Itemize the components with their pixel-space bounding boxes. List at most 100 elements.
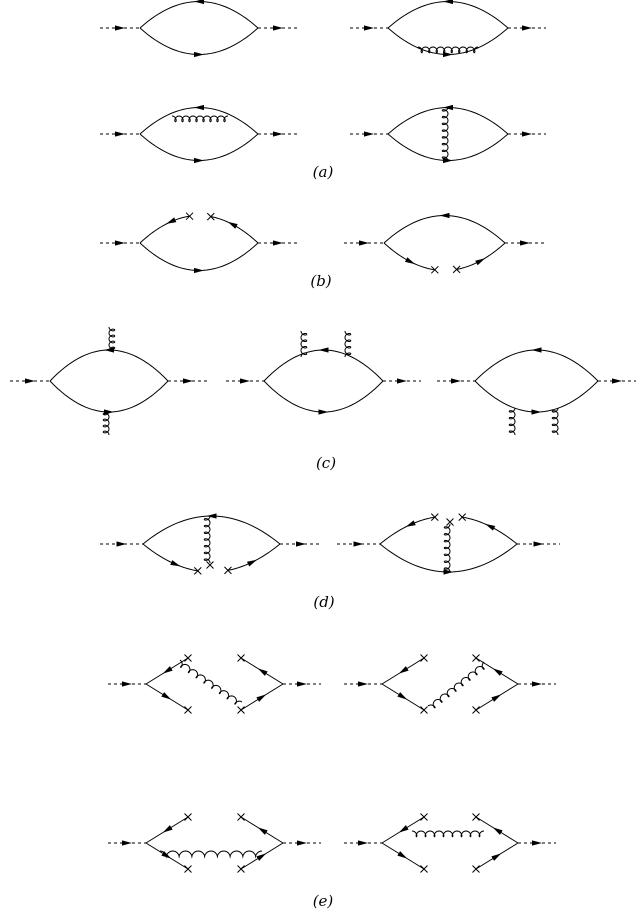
condensate-cross-icon bbox=[184, 813, 192, 821]
condensate-cross-icon bbox=[472, 865, 480, 873]
arrow-icon bbox=[358, 681, 368, 687]
quark-propagator bbox=[387, 0, 509, 29]
arrow-icon bbox=[522, 25, 532, 31]
condensate-cross-icon bbox=[193, 567, 202, 575]
gluon-line bbox=[102, 410, 110, 436]
arrow-icon bbox=[404, 257, 416, 265]
condensate-cross-icon bbox=[430, 265, 439, 274]
arrow-icon bbox=[485, 523, 496, 531]
quark-propagator bbox=[383, 242, 435, 271]
gluon-line bbox=[411, 830, 485, 838]
arrow-icon bbox=[194, 157, 204, 164]
gluon-line bbox=[171, 115, 229, 123]
arrow-icon bbox=[273, 131, 283, 137]
arrow-icon bbox=[115, 240, 125, 246]
gluon-line bbox=[551, 407, 559, 436]
arrow-icon bbox=[257, 668, 268, 676]
gluon-line bbox=[441, 106, 449, 162]
arrow-icon bbox=[194, 104, 204, 111]
arrow-icon bbox=[443, 0, 453, 5]
arrow-icon bbox=[405, 520, 416, 527]
panel-label-e: (e) bbox=[312, 892, 334, 910]
condensate-cross-icon bbox=[420, 813, 428, 821]
gluon-line bbox=[443, 523, 451, 573]
arrow-icon bbox=[194, 51, 204, 58]
arrow-icon bbox=[475, 258, 486, 266]
arrow-icon bbox=[451, 378, 461, 384]
quark-propagator bbox=[383, 214, 506, 244]
arrow-icon bbox=[491, 694, 502, 702]
quark-propagator bbox=[379, 516, 435, 545]
gluon-line bbox=[300, 330, 308, 358]
arrow-icon bbox=[296, 541, 306, 547]
quark-propagator bbox=[462, 516, 518, 545]
condensate-cross-icon bbox=[420, 654, 428, 662]
condensate-cross-icon bbox=[184, 654, 192, 662]
arrow-icon bbox=[364, 25, 374, 31]
arrow-icon bbox=[492, 668, 503, 676]
quark-propagator bbox=[142, 543, 198, 572]
arrow-icon bbox=[364, 131, 374, 137]
condensate-cross-icon bbox=[206, 212, 215, 221]
quark-propagator bbox=[139, 215, 190, 244]
panel-label-a: (a) bbox=[312, 163, 334, 181]
quark-propagator bbox=[227, 543, 281, 571]
condensate-cross-icon bbox=[452, 265, 461, 274]
arrow-icon bbox=[256, 853, 267, 861]
panel-label-c: (c) bbox=[315, 454, 337, 472]
arrow-icon bbox=[257, 827, 268, 835]
panel-label-d: (d) bbox=[313, 593, 335, 611]
quark-propagator bbox=[456, 242, 506, 270]
arrow-icon bbox=[297, 681, 307, 687]
quark-propagator bbox=[49, 380, 169, 413]
quark-propagator bbox=[263, 380, 384, 413]
arrow-icon bbox=[397, 851, 408, 859]
arrow-icon bbox=[397, 378, 407, 384]
arrow-icon bbox=[532, 681, 542, 687]
arrow-icon bbox=[194, 0, 204, 5]
arrow-icon bbox=[353, 541, 364, 547]
arrow-icon bbox=[25, 378, 35, 384]
quark-propagator bbox=[139, 0, 259, 29]
quark-propagator bbox=[139, 242, 259, 272]
gluon-line bbox=[344, 330, 352, 358]
condensate-cross-icon bbox=[237, 706, 245, 714]
arrow-icon bbox=[273, 25, 283, 31]
arrow-icon bbox=[183, 378, 193, 384]
arrow-icon bbox=[240, 378, 250, 384]
arrow-icon bbox=[206, 513, 217, 519]
condensate-cross-icon bbox=[472, 813, 480, 821]
arrow-icon bbox=[256, 694, 267, 702]
condensate-cross-icon bbox=[420, 865, 428, 873]
arrow-icon bbox=[522, 131, 532, 137]
arrow-icon bbox=[297, 840, 307, 846]
condensate-cross-icon bbox=[237, 654, 245, 662]
arrow-icon bbox=[398, 825, 409, 833]
condensate-cross-icon bbox=[472, 706, 480, 714]
arrow-icon bbox=[612, 378, 622, 384]
quark-propagator bbox=[139, 27, 259, 56]
arrow-icon bbox=[115, 131, 125, 137]
arrow-icon bbox=[318, 347, 329, 353]
condensate-cross-icon bbox=[420, 706, 428, 714]
arrow-icon bbox=[246, 559, 258, 567]
gluon-line bbox=[427, 661, 485, 709]
condensate-cross-icon bbox=[472, 654, 480, 662]
arrow-icon bbox=[443, 51, 453, 58]
arrow-icon bbox=[359, 240, 369, 246]
condensate-cross-icon bbox=[185, 212, 194, 221]
arrow-icon bbox=[492, 827, 503, 835]
quark-propagator bbox=[474, 380, 599, 413]
arrow-icon bbox=[162, 825, 173, 833]
arrow-icon bbox=[439, 212, 450, 219]
arrow-icon bbox=[491, 853, 502, 861]
quark-propagator bbox=[139, 133, 259, 162]
arrow-icon bbox=[397, 692, 408, 700]
arrow-icon bbox=[358, 840, 368, 846]
arrow-icon bbox=[531, 409, 542, 415]
quark-propagator bbox=[387, 27, 509, 56]
arrow-icon bbox=[162, 666, 173, 674]
quark-propagator bbox=[142, 515, 281, 545]
arrow-icon bbox=[116, 541, 127, 547]
